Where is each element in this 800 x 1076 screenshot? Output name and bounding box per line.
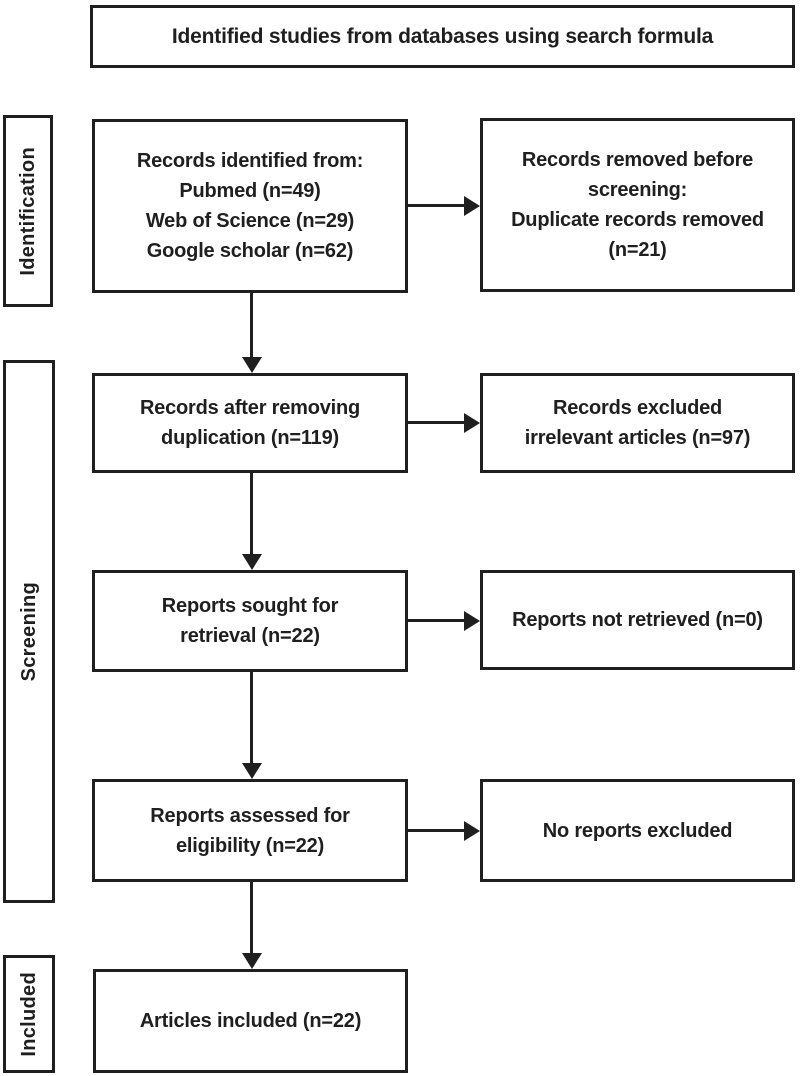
box-line: eligibility (n=22) — [175, 834, 325, 857]
box-reports-assessed: Reports assessed for eligibility (n=22) — [92, 779, 408, 882]
stage-identification-label: Identification — [16, 146, 39, 276]
stage-identification: Identification — [3, 115, 53, 307]
stage-included: Included — [3, 955, 55, 1073]
box-line: retrieval (n=22) — [180, 625, 320, 647]
box-no-reports-excluded: No reports excluded — [480, 779, 795, 882]
box-line: Records excluded — [552, 397, 723, 419]
box-articles-included: Articles included (n=22) — [93, 969, 408, 1073]
box-records-removed: Records removed before screening: Duplic… — [480, 118, 795, 292]
banner-label: Identified studies from databases using … — [171, 24, 714, 48]
stage-screening: Screening — [3, 360, 55, 903]
box-line: Reports not retrieved (n=0) — [512, 609, 763, 631]
box-line: Pubmed (n=49) — [179, 180, 321, 202]
box-line: screening: — [587, 179, 688, 201]
arrow-right-identified-to-removed — [408, 204, 464, 207]
box-line: Articles included (n=22) — [139, 1010, 362, 1032]
stage-screening-label: Screening — [17, 581, 40, 682]
box-after-duplication: Records after removing duplication (n=11… — [92, 373, 408, 473]
box-line: irrelevant articles (n=97) — [524, 427, 751, 449]
box-line: Records identified from: — [136, 150, 364, 172]
box-records-excluded: Records excluded irrelevant articles (n=… — [480, 373, 795, 473]
box-line: Reports assessed for — [150, 804, 350, 827]
box-line: Google scholar (n=62) — [146, 240, 354, 262]
box-reports-sought: Reports sought for retrieval (n=22) — [92, 570, 408, 672]
stage-included-label: Included — [17, 971, 40, 1057]
box-line: duplication (n=119) — [161, 427, 339, 449]
box-line: Duplicate records removed — [511, 209, 764, 231]
box-line: Records after removing — [139, 397, 361, 419]
box-line: Records removed before — [521, 149, 754, 171]
arrow-right-assessed-to-no-excluded — [408, 829, 464, 832]
box-line: Reports sought for — [161, 595, 339, 617]
box-line: Web of Science (n=29) — [145, 210, 355, 232]
box-line: No reports excluded — [542, 819, 733, 842]
arrow-down-sought-to-assessed — [250, 672, 253, 763]
arrow-right-sought-to-not-retrieved — [408, 619, 464, 622]
arrow-down-assessed-to-included — [250, 882, 253, 953]
banner-box: Identified studies from databases using … — [90, 5, 795, 68]
box-reports-not-retrieved: Reports not retrieved (n=0) — [480, 570, 795, 670]
arrow-down-duplication-to-sought — [250, 473, 253, 554]
arrow-down-identified-to-duplication — [250, 293, 253, 357]
box-line: (n=21) — [608, 239, 667, 261]
arrow-right-duplication-to-excluded — [408, 421, 464, 424]
box-records-identified: Records identified from: Pubmed (n=49) W… — [92, 119, 408, 293]
